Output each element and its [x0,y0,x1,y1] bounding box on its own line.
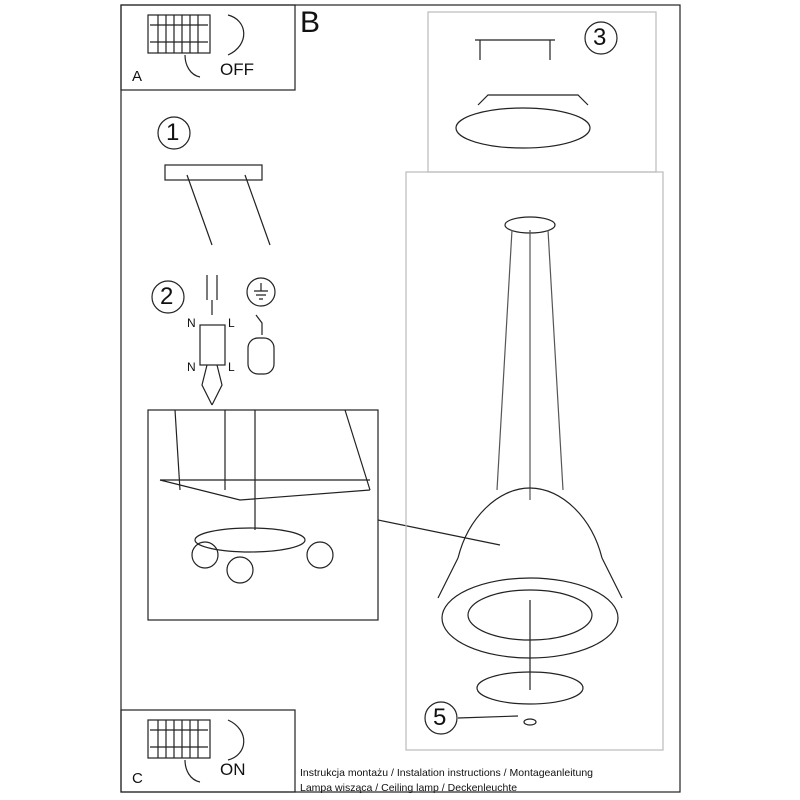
arrow-down-icon [227,14,245,56]
panel-c-label: C [132,770,143,787]
step-3-label: 3 [593,24,607,51]
lamp-box [405,171,664,751]
detail-inset [147,409,379,621]
canopy [455,107,591,149]
ceiling-bracket [475,39,555,60]
step-5-label: 5 [433,704,447,731]
step-1-label: 1 [166,119,180,146]
lampshade-top [457,487,603,559]
outer-frame [120,4,681,793]
caption-line-2: Lampa wisząca / Ceiling lamp / Deckenleu… [300,782,518,794]
arrow-up-icon [227,719,245,761]
wire-n-top: N [187,316,196,330]
wire-l-top: L [228,316,235,330]
panel-c-frame [120,709,296,793]
caption-line-1: Instrukcja montażu / Instalation instruc… [300,767,593,779]
detail-leader [377,519,501,546]
off-label: OFF [220,60,254,79]
suspension-cables [496,229,564,500]
breaker-icon [147,719,211,783]
mounting-bracket [164,164,263,181]
on-label: ON [220,760,246,779]
wire-l-bottom: L [228,360,235,374]
panel-b-label: B [300,6,321,39]
breaker-icon [147,14,211,78]
ceiling-box [427,11,657,173]
terminal-block [199,275,226,406]
wire-n-bottom: N [187,360,196,374]
step-5-circle [424,701,458,735]
detail-cables [159,409,371,530]
screws [186,174,271,246]
finial [523,718,537,726]
step-3-circle [584,21,618,55]
panel-a-frame [120,4,296,91]
step-1-circle [157,116,191,150]
detail-plate [194,527,306,553]
panel-a-label: A [132,68,143,85]
leader-line [457,715,519,719]
caption: Instrukcja montażu / Instalation instruc… [300,766,593,796]
ground-icon [246,277,276,375]
step-2-label: 2 [160,283,174,310]
step-2-circle [151,280,185,314]
